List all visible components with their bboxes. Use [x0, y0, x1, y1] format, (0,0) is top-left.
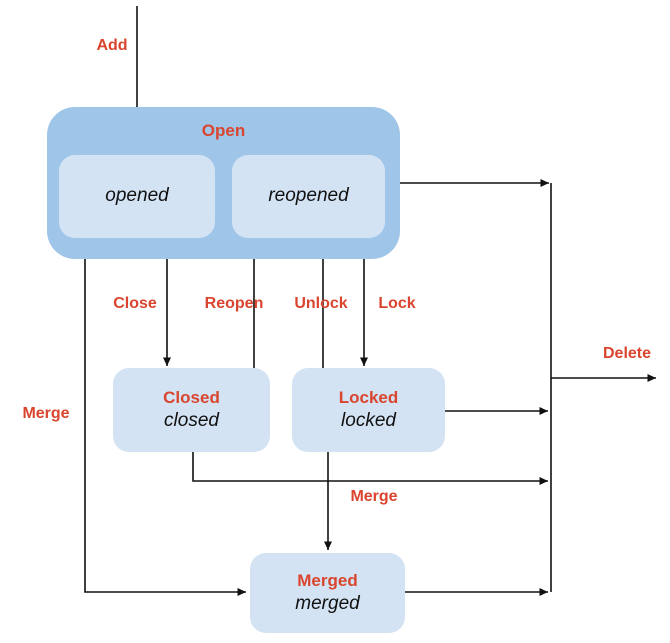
node-reopened: reopened: [232, 155, 385, 238]
node-closed: Closed closed: [113, 368, 270, 452]
node-locked: Locked locked: [292, 368, 445, 452]
node-closed-title: Closed: [163, 387, 220, 407]
node-opened: opened: [59, 155, 215, 238]
node-reopened-label: reopened: [268, 185, 349, 207]
node-merged-subtitle: merged: [295, 592, 360, 614]
node-locked-subtitle: locked: [341, 409, 396, 431]
edge-label-reopen: Reopen: [204, 295, 264, 312]
node-merged-title: Merged: [297, 570, 358, 590]
edge-closed-to-collector-arrow: [192, 452, 548, 485]
edge-merge-left-arrow: [84, 259, 246, 596]
edge-label-add: Add: [96, 37, 128, 54]
node-closed-subtitle: closed: [164, 409, 219, 431]
edge-label-lock: Lock: [378, 295, 416, 312]
edge-label-merge-left: Merge: [22, 405, 70, 422]
edge-label-delete: Delete: [602, 345, 652, 362]
node-merged: Merged merged: [250, 553, 405, 633]
node-opened-label: opened: [105, 185, 169, 207]
node-open-label: Open: [201, 121, 246, 140]
edge-label-merge-middle: Merge: [350, 488, 398, 505]
edge-label-unlock: Unlock: [294, 295, 348, 312]
edge-label-close: Close: [113, 295, 157, 312]
node-locked-title: Locked: [338, 387, 399, 407]
